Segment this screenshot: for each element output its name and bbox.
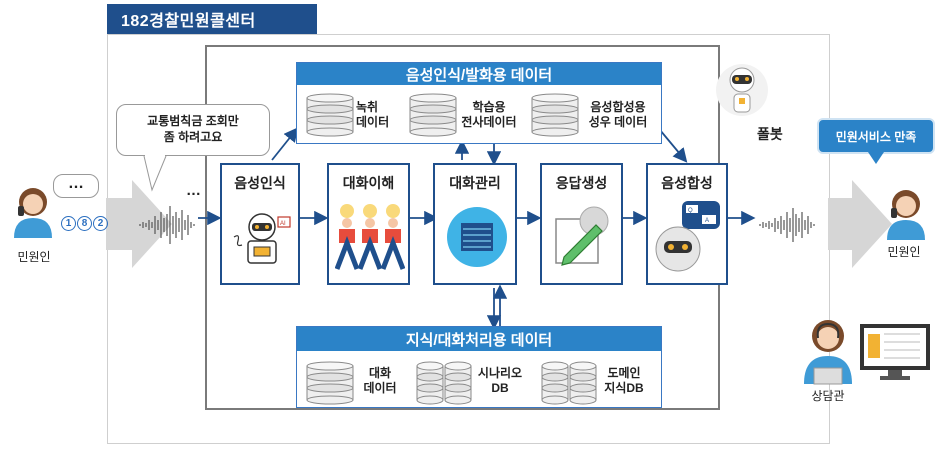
- robot-ai-icon: AI: [233, 213, 291, 264]
- database-icon: [409, 93, 457, 137]
- caller-label: 민원인: [17, 250, 51, 264]
- robot-qa-icon: Q A: [655, 201, 720, 272]
- database-icon: [306, 93, 354, 137]
- process-title: 대화이해: [342, 175, 395, 191]
- voice-data-title: 음성인식/발화용 데이터: [297, 63, 661, 85]
- thinking-bubble: …: [53, 174, 99, 198]
- db-label-voice-actor: 음성합성용 성우 데이터: [588, 100, 648, 129]
- process-speech-synthesis: 음성합성 Q A: [646, 163, 728, 285]
- outgoing-call-arrow: [828, 180, 892, 268]
- dial-digit: 2: [93, 216, 108, 231]
- incoming-waveform: [139, 206, 195, 244]
- process-dialog-management: 대화관리: [433, 163, 517, 285]
- dial-digit: 1: [61, 216, 76, 231]
- knowledge-data-title: 지식/대화처리용 데이터: [297, 327, 661, 351]
- callout-tail: [868, 152, 884, 164]
- database-stack-icon: [541, 361, 597, 405]
- database-icon: [531, 93, 579, 137]
- process-title: 음성인식: [234, 175, 286, 191]
- brain-pencil-icon: [555, 206, 609, 266]
- receiver-label: 민원인: [887, 245, 921, 259]
- svg-text:A: A: [705, 218, 709, 224]
- incoming-call-arrow: [106, 180, 172, 268]
- db-label-dialog: 대화 데이터: [363, 366, 397, 395]
- database-stack-icon: [416, 361, 472, 405]
- voice-data-bank: 음성인식/발화용 데이터: [296, 62, 662, 144]
- db-label-transcripts: 학습용 전사데이터: [461, 100, 517, 129]
- server-cloud-icon: [447, 207, 507, 267]
- caller-avatar-icon: [14, 188, 52, 238]
- process-speech-recognition: 음성인식 AI: [220, 163, 300, 285]
- knowledge-data-bank: 지식/대화처리용 데이터: [296, 326, 662, 408]
- process-dialog-understanding: 대화이해: [327, 163, 410, 285]
- outgoing-waveform: [759, 208, 815, 242]
- process-response-generation: 응답생성: [540, 163, 623, 285]
- polbot-label: 폴봇: [757, 126, 783, 142]
- satisfaction-callout: 민원서비스 만족: [817, 118, 935, 154]
- caller-speech-bubble: 교통범칙금 조회만 좀 하려고요: [116, 104, 270, 156]
- process-title: 대화관리: [449, 175, 501, 191]
- monitor-icon: [860, 324, 930, 380]
- polbot-icon: [716, 64, 768, 116]
- agent-label: 상담관: [811, 389, 845, 403]
- dial-number: 1 8 2: [61, 216, 109, 231]
- people-ideas-icon: [335, 204, 405, 270]
- db-label-scenario: 시나리오 DB: [477, 366, 523, 395]
- database-icon: [306, 361, 354, 405]
- agent-avatar-icon: [804, 320, 852, 385]
- ellipsis: …: [186, 182, 201, 199]
- speech-bubble-tail: [143, 155, 167, 192]
- receiver-avatar-icon: [887, 190, 925, 240]
- db-label-recordings: 녹취 데이터: [356, 100, 390, 129]
- svg-text:Q: Q: [688, 208, 693, 214]
- svg-text:AI: AI: [280, 221, 286, 227]
- call-center-title: 182경찰민원콜센터: [107, 4, 317, 34]
- process-title: 음성합성: [661, 175, 713, 191]
- process-title: 응답생성: [555, 175, 608, 191]
- db-label-domain: 도메인 지식DB: [604, 366, 644, 395]
- dial-digit: 8: [77, 216, 92, 231]
